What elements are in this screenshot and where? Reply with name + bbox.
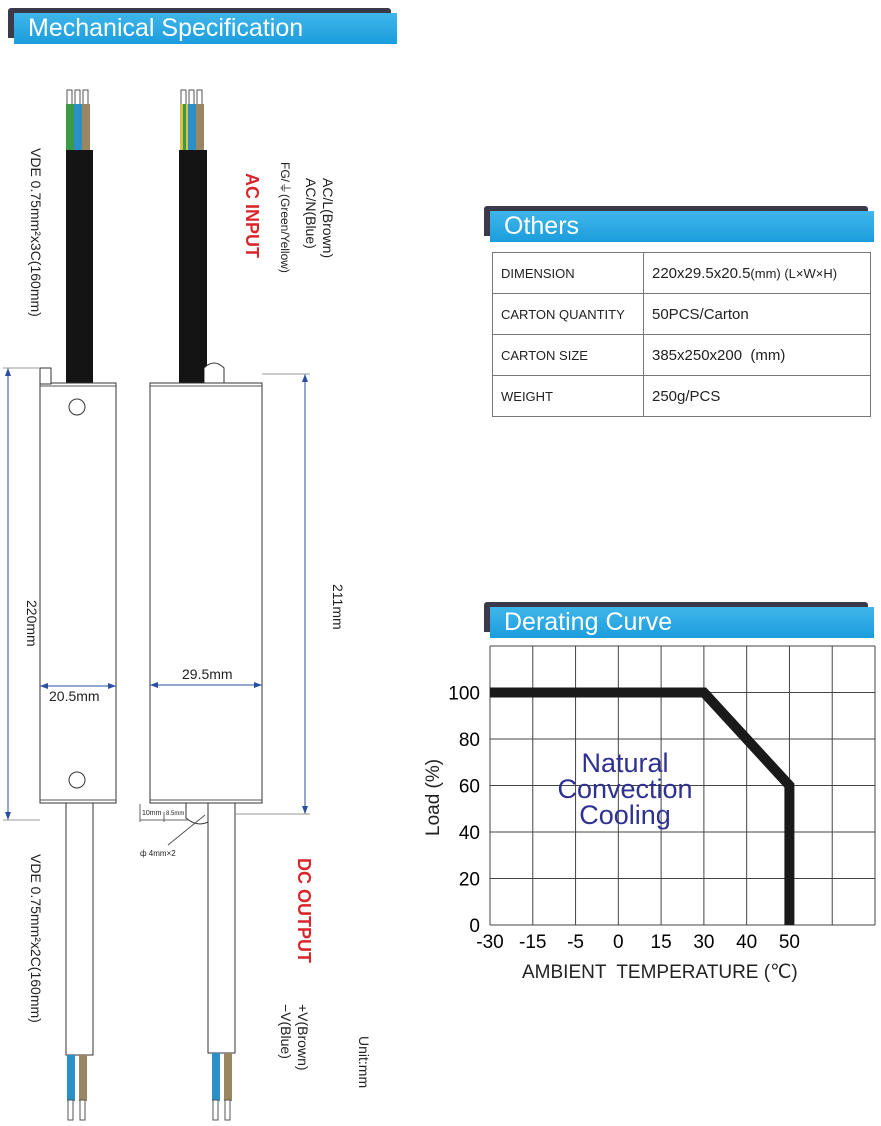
others-title: Others xyxy=(490,211,874,242)
ac-input-label: AC INPUT xyxy=(242,173,262,258)
derating-line xyxy=(490,687,795,925)
y-tick-label: 40 xyxy=(459,823,480,844)
x-tick-label: -30 xyxy=(476,932,503,953)
dim-211-label: 211mm xyxy=(330,584,346,630)
row-value: 220x29.5x20.5(mm) (L×W×H) xyxy=(643,252,871,294)
mech-title: Mechanical Specification xyxy=(14,13,397,44)
y-tick-label: 20 xyxy=(459,870,480,891)
dim-8-5mm-label: 8.5mm xyxy=(166,811,185,817)
row-key: CARTON QUANTITY xyxy=(492,293,644,335)
derating-chart: -30 -15 -5 0 15 30 40 50 0 20 40 60 80 100 xyxy=(448,645,876,954)
left-unit xyxy=(3,89,117,1121)
row-value: 50PCS/Carton xyxy=(643,293,871,335)
ac-n-label: AC/N(Blue) xyxy=(303,178,319,249)
x-tick-label: -15 xyxy=(519,932,546,953)
row-key: DIMENSION xyxy=(492,252,644,294)
table-row: DIMENSION 220x29.5x20.5(mm) (L×W×H) xyxy=(492,252,871,294)
dim-10mm-label: 10mm xyxy=(142,810,162,817)
row-key: WEIGHT xyxy=(492,375,644,417)
mechanical-drawing xyxy=(3,89,310,1121)
table-row: CARTON QUANTITY 50PCS/Carton xyxy=(492,293,871,335)
x-axis-label: AMBIENT TEMPERATURE (℃) xyxy=(522,962,798,983)
dim-220-label: 220mm xyxy=(24,600,40,647)
v-pos-label: +V(Brown) xyxy=(295,1004,311,1071)
x-tick-label: 15 xyxy=(651,932,672,953)
chart-ticks: -30 -15 -5 0 15 30 40 50 0 20 40 60 80 100 xyxy=(448,684,800,954)
mech-header: Mechanical Specification xyxy=(8,8,397,44)
y-tick-label: 100 xyxy=(448,684,480,705)
others-header: Others xyxy=(484,206,874,242)
chart-annotation: Natural Convection Cooling xyxy=(540,748,710,830)
x-tick-label: 40 xyxy=(736,932,757,953)
y-tick-label: 60 xyxy=(459,777,480,798)
dim-29-5-label: 29.5mm xyxy=(182,666,233,682)
annotation-line: Convection xyxy=(557,774,693,804)
x-tick-label: 50 xyxy=(779,932,800,953)
x-tick-label: -5 xyxy=(567,932,584,953)
annotation-line: Cooling xyxy=(579,800,671,830)
others-table: DIMENSION 220x29.5x20.5(mm) (L×W×H) CART… xyxy=(492,252,871,417)
annotation-line: Natural xyxy=(581,748,669,778)
y-tick-label: 80 xyxy=(459,730,480,751)
y-tick-label: 0 xyxy=(469,916,480,937)
ac-l-label: AC/L(Brown) xyxy=(320,178,336,259)
y-axis-label: Load (%) xyxy=(423,758,444,836)
dc-output-label: DC OUTPUT xyxy=(294,858,314,963)
x-tick-label: 0 xyxy=(613,932,624,953)
vde-output-label: VDE 0.75mm²x2C(160mm) xyxy=(28,854,44,1023)
table-row: CARTON SIZE 385x250x200 (mm) xyxy=(492,334,871,376)
vde-input-label: VDE 0.75mm²x3C(160mm) xyxy=(28,148,44,317)
hole-dim-label: ф 4mm×2 xyxy=(140,849,176,858)
fg-label: FG/⏚(Green/Yellow) xyxy=(278,162,292,273)
right-unit xyxy=(139,89,310,1121)
derating-title: Derating Curve xyxy=(490,607,874,638)
derating-header: Derating Curve xyxy=(484,602,874,638)
dim-20-5-label: 20.5mm xyxy=(49,688,100,704)
row-value: 385x250x200 (mm) xyxy=(643,334,871,376)
unit-label: Unit:mm xyxy=(356,1036,372,1089)
x-tick-label: 30 xyxy=(693,932,714,953)
v-neg-label: −V(Blue) xyxy=(278,1004,294,1059)
table-row: WEIGHT 250g/PCS xyxy=(492,375,871,417)
row-value: 250g/PCS xyxy=(643,375,871,417)
row-key: CARTON SIZE xyxy=(492,334,644,376)
